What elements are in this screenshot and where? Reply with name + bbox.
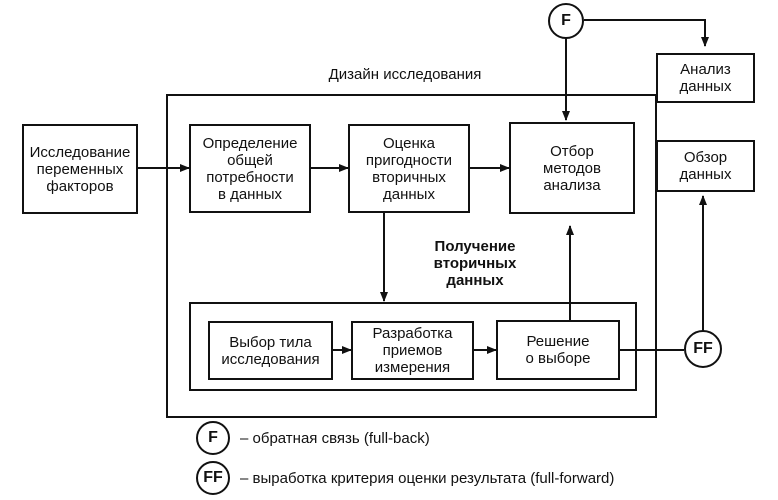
legend-ff-text: – выработка критерия оценки результата (… [240,470,615,487]
box-select-methods: Отбор методов анализа [509,122,635,214]
box-research-variables: Исследование переменных факторов [22,124,138,214]
legend-f-text: – обратная связь (full-back) [240,430,430,447]
box-data-analysis: Анализ данных [656,53,755,103]
f-node-icon: F [548,3,584,39]
box-choose-type: Выбор тила исследования [208,321,333,380]
legend-ff-icon: FF [196,461,230,495]
ff-node-icon: FF [684,330,722,368]
secondary-data-label: Получение вторичных данных [433,238,517,289]
box-data-review: Обзор данных [656,140,755,192]
box-define-need: Определение общей потребности в данных [189,124,311,213]
box-assess-secondary: Оценка пригодности вторичных данных [348,124,470,213]
box-develop-methods: Разработка приемов измерения [351,321,474,380]
box-decision: Решение о выборе [496,320,620,380]
legend-f-icon: F [196,421,230,455]
arrow-f-to-analysis [584,19,709,47]
secondary-data-frame [189,302,637,391]
design-frame [166,94,657,418]
design-title: Дизайн исследования [328,66,482,83]
